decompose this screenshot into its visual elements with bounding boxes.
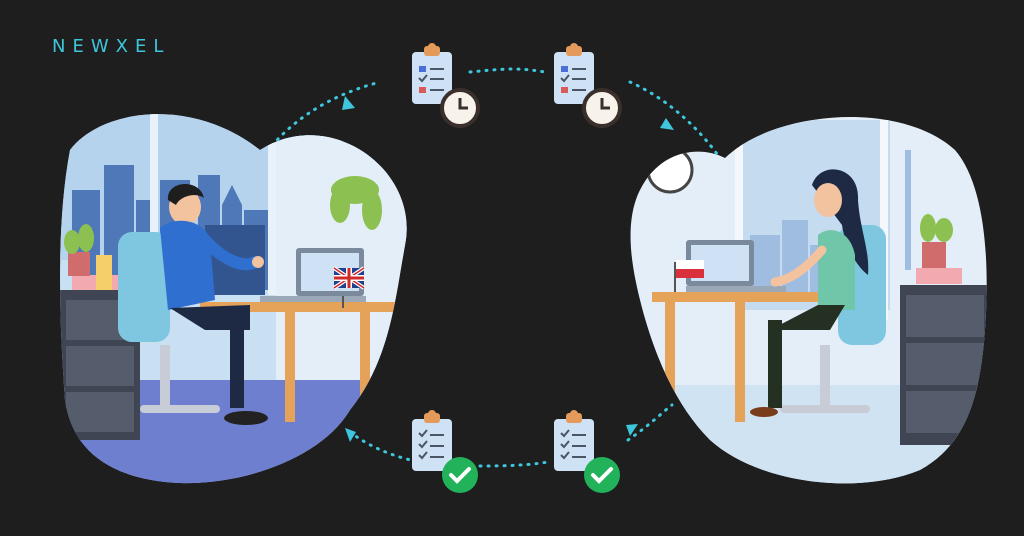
right-office [630, 116, 987, 484]
clipboard-check-icon [554, 410, 620, 493]
developer-uk [160, 183, 268, 425]
brand-logo: NEWXEL [52, 36, 171, 57]
uk-flag-icon [332, 266, 366, 308]
poland-flag-icon [674, 260, 704, 292]
flow-arrowheads [342, 96, 674, 442]
clipboard-clock-icon [412, 43, 480, 128]
clipboard-clock-icon [554, 43, 622, 128]
clipboard-check-icon [412, 410, 478, 493]
developer-poland [750, 169, 869, 417]
left-office [60, 114, 407, 484]
